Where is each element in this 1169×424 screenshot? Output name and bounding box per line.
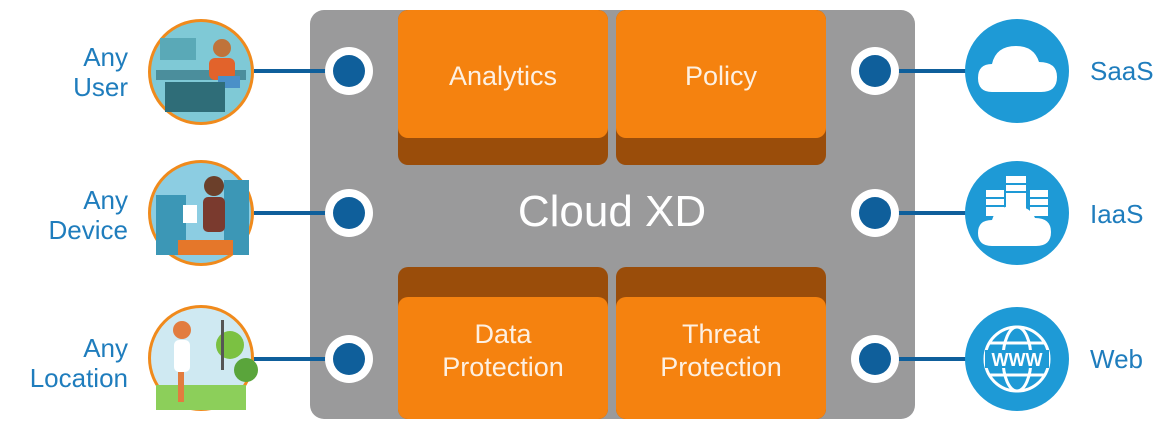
tile-analytics-label: Analytics <box>398 60 608 93</box>
tile-policy <box>616 10 826 165</box>
tile-line: Analytics <box>448 61 558 91</box>
tile-analytics <box>398 10 608 165</box>
tile-threat-protection <box>616 267 826 419</box>
traveler-with-tablet-icon <box>148 160 254 266</box>
label-web: Web <box>1090 344 1143 374</box>
tile-threat-protection-label: Threat Protection <box>616 318 826 384</box>
label-line: Device <box>48 215 128 245</box>
cloud-icon <box>965 19 1069 123</box>
label-any-device: Any Device <box>10 185 128 245</box>
cloud-servers-icon <box>965 161 1069 265</box>
label-line: User <box>73 72 128 102</box>
tile-line: Threat <box>681 319 761 349</box>
svg-text:WWW: WWW <box>992 350 1043 370</box>
label-line: Any <box>83 333 128 363</box>
left-nodes <box>325 47 373 383</box>
tile-policy-label: Policy <box>616 60 826 93</box>
tile-data-protection-label: Data Protection <box>398 318 608 384</box>
label-saas: SaaS <box>1090 56 1154 86</box>
center-title: Cloud XD <box>517 187 707 236</box>
label-any-user: Any User <box>10 42 128 102</box>
label-any-location: Any Location <box>0 333 128 393</box>
tile-line: Protection <box>660 352 782 382</box>
person-in-park-icon <box>148 305 258 411</box>
user-at-desk-icon <box>148 19 254 125</box>
right-nodes <box>851 47 899 383</box>
tile-data-protection <box>398 267 608 419</box>
label-line: Any <box>83 185 128 215</box>
tile-line: Protection <box>442 352 564 382</box>
label-iaas: IaaS <box>1090 199 1144 229</box>
tile-line: Policy <box>684 61 758 91</box>
label-line: Location <box>29 363 128 393</box>
globe-www-icon: WWW <box>965 307 1069 411</box>
tile-line: Data <box>474 319 532 349</box>
label-line: Any <box>83 42 128 72</box>
